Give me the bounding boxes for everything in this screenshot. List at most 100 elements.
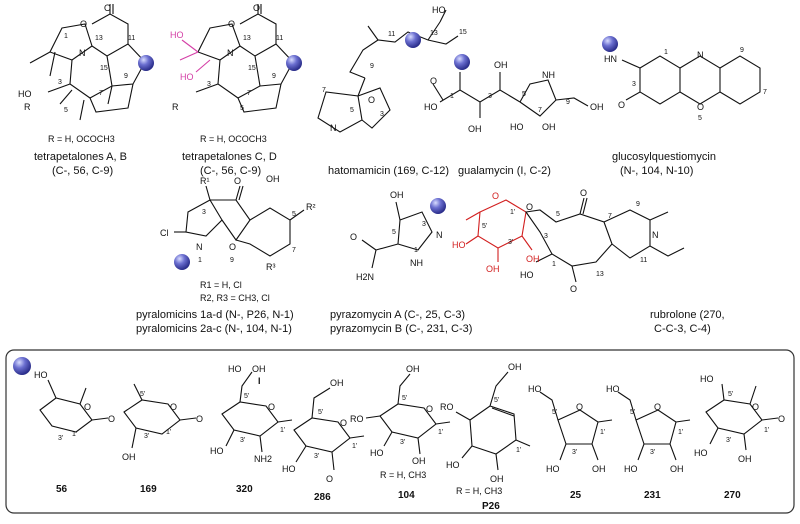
atom-label: OH	[468, 124, 482, 134]
atom-label: HO	[700, 374, 714, 384]
atom-label: HO	[624, 464, 638, 474]
atom-number: 1'	[516, 447, 521, 454]
atom-number: 1'	[510, 209, 515, 216]
sugar-code: 169	[140, 484, 157, 495]
atom-label: O	[253, 3, 260, 13]
atom-label: O	[492, 191, 499, 201]
atom-number: 1'	[764, 427, 769, 434]
atom-label: HO	[170, 30, 184, 40]
compound-detail: C-C-3, C-4)	[654, 323, 711, 335]
atom-label: O	[228, 19, 235, 29]
atom-label: OH	[122, 452, 136, 462]
atom-label: HO	[180, 72, 194, 82]
atom-number: 7	[292, 247, 296, 254]
compound-note: R = H, OCOCH3	[200, 134, 267, 144]
atom-number: 3'	[314, 453, 319, 460]
atom-number: 1'	[600, 429, 605, 436]
atom-label: NH	[542, 70, 555, 80]
atom-label: OH	[590, 102, 604, 112]
compound-name: tetrapetalones C, D	[182, 151, 277, 163]
atom-label: O	[618, 100, 625, 110]
atom-label: OH	[412, 456, 426, 466]
atom-label: N	[436, 230, 443, 240]
atom-number: 7	[247, 90, 251, 97]
atom-label: O	[234, 176, 241, 186]
sugar-p26	[455, 371, 531, 471]
atom-number: 9	[230, 257, 234, 264]
atom-number: 11	[640, 257, 647, 264]
atom-number: 9	[566, 99, 570, 106]
sugar-code: 56	[56, 484, 68, 495]
sugar-marker	[454, 54, 470, 70]
atom-label: O	[268, 402, 275, 412]
atom-label: O	[170, 402, 177, 412]
sugar-286	[293, 387, 365, 471]
sugar-169	[123, 383, 197, 449]
atom-label: R	[24, 102, 31, 112]
sugar-320	[221, 371, 293, 453]
compound-detail: pyralomicins 2a-c (N-, 104, N-1)	[136, 323, 292, 335]
atom-label: HO	[228, 364, 242, 374]
sugar-marker	[430, 198, 446, 214]
atom-label: HO	[528, 384, 542, 394]
atom-number: 5	[698, 115, 702, 122]
atom-label: O	[350, 232, 357, 242]
atom-label: HO	[694, 448, 708, 458]
atom-number: 7	[608, 213, 612, 220]
compound-note: R2, R3 = CH3, Cl	[200, 293, 270, 303]
atom-label: HO	[510, 122, 524, 132]
compound-name: glucosylquestiomycin	[612, 151, 716, 163]
atom-label: O	[576, 402, 583, 412]
sugar-270	[705, 383, 779, 451]
atom-number: 5	[292, 211, 296, 218]
atom-number: 3'	[508, 239, 513, 246]
atom-label: OH	[490, 474, 504, 484]
atom-number: 3	[380, 111, 384, 118]
sugar-code: 25	[570, 490, 582, 501]
sugar-legend-box	[5, 349, 795, 514]
atom-label: O	[526, 202, 533, 212]
atom-label: O	[84, 402, 91, 412]
sugar-56	[39, 379, 109, 433]
atom-label: OH	[252, 364, 266, 374]
sugar-marker	[138, 55, 154, 71]
atom-number: 3	[632, 81, 636, 88]
atom-label: OH	[592, 464, 606, 474]
atom-label: N	[227, 48, 234, 58]
atom-label: HO	[18, 89, 32, 99]
atom-number: 9	[370, 63, 374, 70]
atom-label: HO	[424, 102, 438, 112]
atom-number: 1'	[166, 429, 171, 436]
atom-label: N	[196, 242, 203, 252]
atom-label: N	[79, 48, 86, 58]
atom-number: 5'	[140, 391, 145, 398]
atom-number: 5	[64, 107, 68, 114]
atom-label: O	[580, 188, 587, 198]
atom-label: O	[229, 242, 236, 252]
atom-number: 11	[276, 35, 283, 42]
atom-label: HO	[34, 370, 48, 380]
atom-number: 3'	[58, 435, 63, 442]
atom-number: 13	[430, 30, 438, 37]
sugar-231	[617, 391, 691, 461]
atom-label: N	[697, 50, 704, 60]
atom-label: HO	[452, 240, 466, 250]
atom-number: 5	[240, 105, 244, 112]
atom-label: N	[330, 123, 337, 133]
atom-number: 1'	[678, 429, 683, 436]
atom-label: O	[104, 3, 111, 13]
atom-number: 5	[522, 91, 526, 98]
atom-label: HO	[606, 384, 620, 394]
atom-label: O	[778, 414, 785, 424]
atom-number: 1'	[352, 443, 357, 450]
atom-label: NH	[410, 258, 423, 268]
sugar-marker	[174, 254, 190, 270]
compound-note: R1 = H, Cl	[200, 280, 242, 290]
compound-detail: (N-, 104, N-10)	[620, 165, 693, 177]
atom-label: OH	[494, 60, 508, 70]
sugar-code: P26	[482, 501, 500, 512]
atom-label: O	[426, 404, 433, 414]
atom-label: OH	[406, 364, 420, 374]
